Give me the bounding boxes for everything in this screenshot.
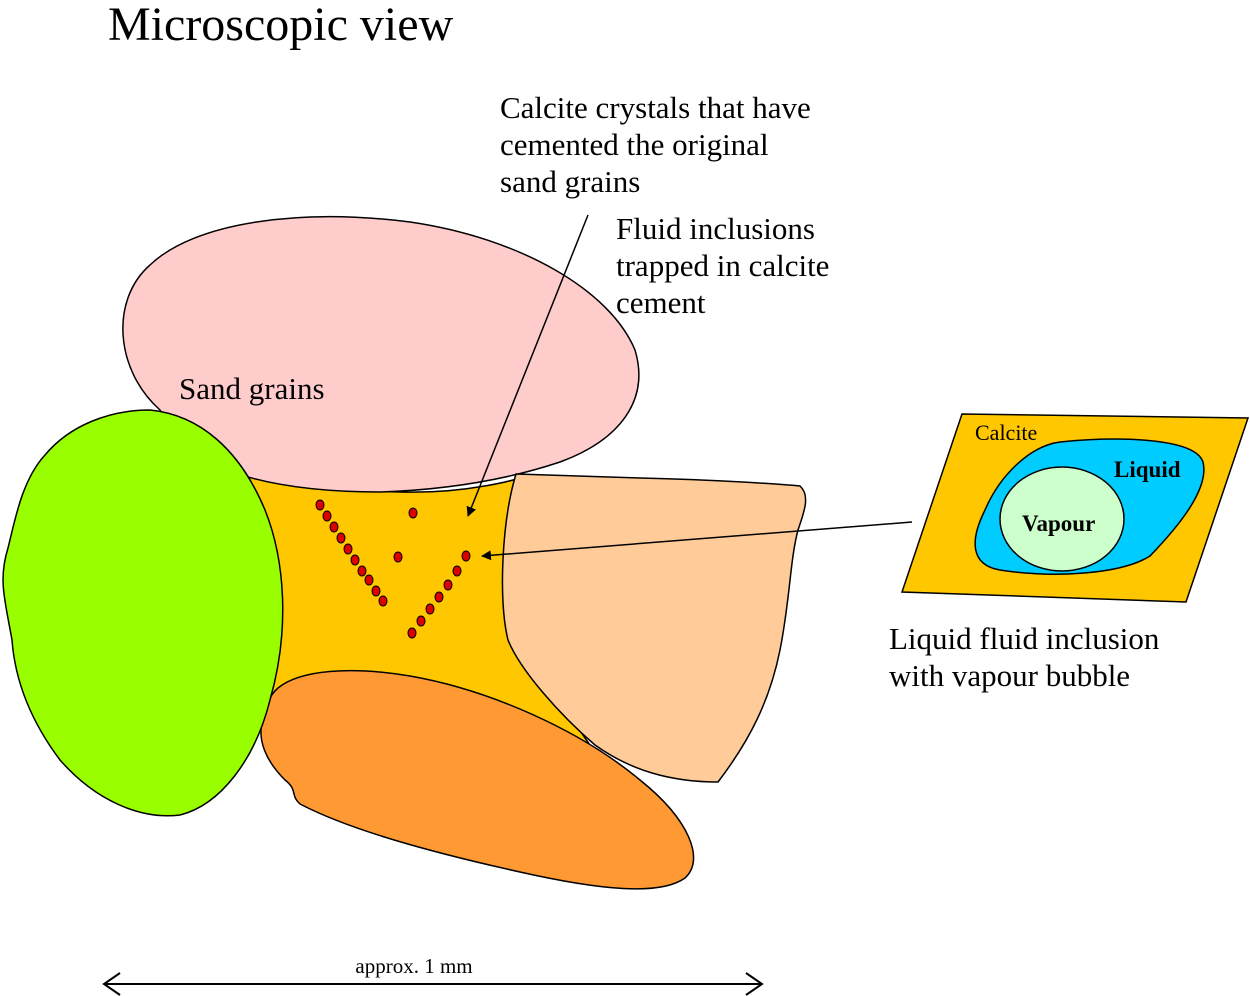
fluid-inclusions-line: cement [616,285,706,320]
inclusion-dot [378,595,388,607]
inclusion-dot [434,591,444,603]
inset-vapour-bubble [999,466,1125,572]
liquid-inclusion-line: with vapour bubble [889,658,1130,693]
scale-bar-left-head [102,972,121,996]
inclusion-dot [393,551,403,563]
diagram-title: Microscopic view [108,0,454,51]
sand-grain-pink [122,216,640,493]
fluid-inclusions-label: Fluid inclusions trapped in calcite ceme… [616,211,837,320]
inset-calcite-label: Calcite [975,420,1037,445]
calcite-crystals-line: sand grains [500,164,640,199]
inclusion-dot [452,565,462,577]
inclusion-dot [461,550,471,562]
inclusion-dot [425,603,435,615]
fluid-inclusion-dots [315,499,471,639]
calcite-crystals-line: Calcite crystals that have [500,90,811,125]
inclusion-dot [364,574,374,586]
calcite-crystals-label: Calcite crystals that have cemented the … [500,90,819,199]
inclusion-dot [343,543,353,555]
inclusion-pointer-arrow [481,521,913,561]
sand-grains-label: Sand grains [179,371,325,406]
fluid-inclusions-line: Fluid inclusions [616,211,815,246]
inclusion-dot [322,510,332,522]
sand-grain-green [2,409,284,817]
inclusion-inset: Calcite Liquid Vapour [900,413,1250,603]
inset-liquid-label: Liquid [1114,457,1181,482]
inclusion-dot [350,554,360,566]
inclusion-dot [329,521,339,533]
sand-grain-peach [501,473,807,783]
scale-bar-right-head [745,972,764,996]
inclusion-dot [315,499,325,511]
inclusion-dot [371,585,381,597]
calcite-pointer-arrow [466,214,589,517]
calcite-crystals-line: cemented the original [500,127,769,162]
inclusion-dot [336,532,346,544]
inclusion-dot [408,507,418,519]
liquid-inclusion-label: Liquid fluid inclusion with vapour bubbl… [889,621,1167,693]
inclusion-dot [416,615,426,627]
inclusion-dot [443,579,453,591]
scale-label: approx. 1 mm [355,954,472,978]
liquid-inclusion-line: Liquid fluid inclusion [889,621,1160,656]
inclusion-dot [407,627,417,639]
inset-vapour-label: Vapour [1022,511,1095,536]
sand-grain-orange [260,669,695,890]
inclusion-dot [357,565,367,577]
fluid-inclusions-line: trapped in calcite [616,248,829,283]
